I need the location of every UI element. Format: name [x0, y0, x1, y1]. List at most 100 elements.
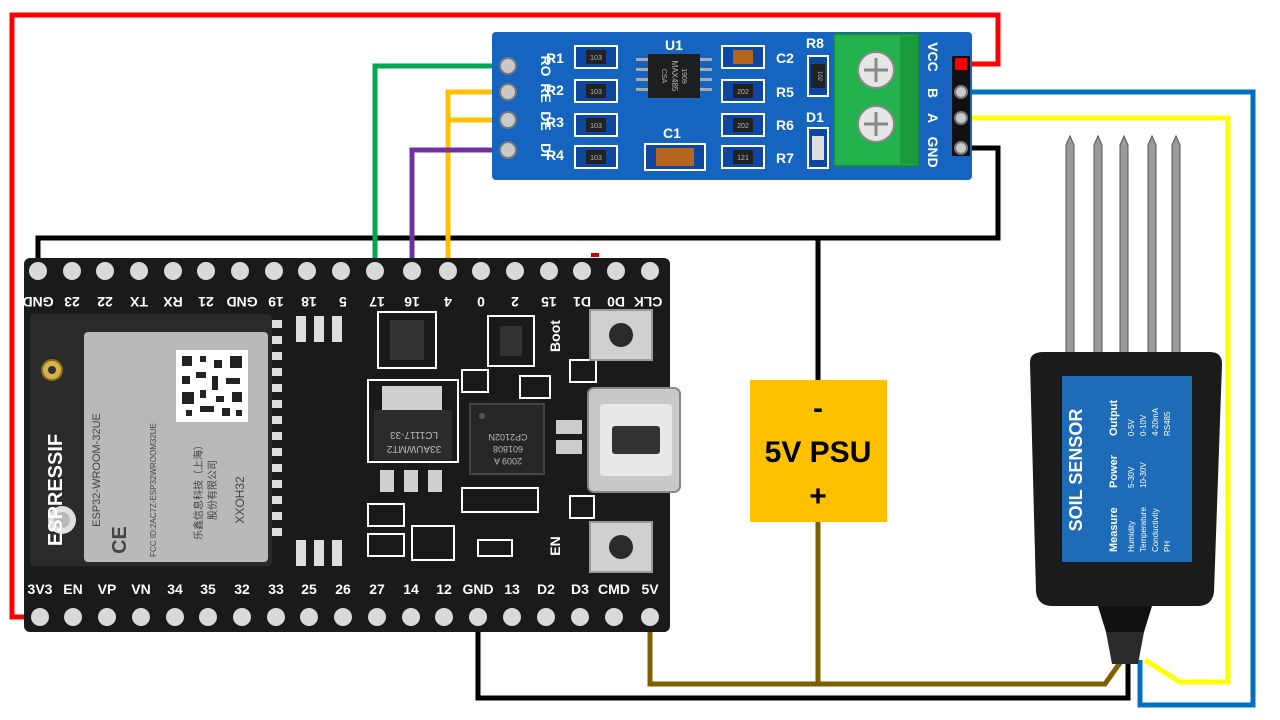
wire-green-ro-17	[372, 63, 508, 268]
rs485-r8-code: 102	[816, 71, 822, 82]
esp32-module-brand: ESPRESSIF	[45, 434, 67, 546]
rs485-r1-code: 103	[590, 55, 602, 62]
esp32-bottom-pin-1: 3V3	[28, 581, 53, 597]
esp32-module-pads	[272, 316, 342, 566]
esp32-bottom-pin-11: 27	[369, 581, 385, 597]
esp32-module-ce: CE	[109, 526, 131, 554]
rs485-pin-vcc: VCC	[925, 42, 941, 72]
wire-black-gnd-bottom	[475, 632, 1131, 701]
esp32-top-pin-5: RX	[163, 294, 183, 310]
esp32-bottom-pin-3: VP	[98, 581, 117, 597]
esp32-bottom-pin-9: 25	[301, 581, 317, 597]
esp32-bottom-pin-18: CMD	[598, 581, 630, 597]
rs485-c1-label: C1	[663, 125, 681, 141]
rs485-pin-b: B	[925, 88, 941, 98]
rs485-pin-di: DI	[538, 143, 554, 157]
rs485-r7-code: 121	[737, 155, 749, 162]
rs485-r2-code: 103	[590, 89, 602, 96]
wire-blue-b-sensor	[962, 89, 1256, 708]
rs485-r8	[807, 55, 829, 97]
esp32-bottom-pin-5: 34	[167, 581, 183, 597]
esp32-top-pin-11: 17	[369, 294, 385, 310]
wire-purple-di-16	[409, 147, 508, 268]
soil-sensor-power-2: 10-30V	[1139, 462, 1148, 488]
rs485-r1-label: R1	[546, 50, 564, 66]
esp32-bottom-pin-12: 14	[403, 581, 419, 597]
esp32-micro-usb-port[interactable]	[587, 387, 681, 493]
wire-yellow-a-sensor	[962, 115, 1231, 685]
rs485-pin-ro: RO	[538, 56, 554, 77]
esp32-top-pin-14: 0	[477, 294, 485, 310]
esp32-bottom-pin-2: EN	[63, 581, 82, 597]
psu-minus-label: -	[813, 392, 823, 425]
rs485-left-header	[499, 57, 517, 159]
psu-title: 5V PSU	[765, 436, 872, 469]
esp32-top-pin-1: GND	[22, 294, 53, 310]
esp32-module-cn1: 乐鑫信息科技（上海）	[192, 440, 205, 540]
soil-sensor-body	[1030, 352, 1222, 664]
soil-sensor-measure-header: Measure	[1108, 507, 1120, 552]
soil-sensor-measure-2: Temperature	[1139, 507, 1148, 552]
rs485-pin-de: DE	[538, 111, 554, 130]
rs485-r2-label: R2	[546, 82, 564, 98]
esp32-regulator	[367, 311, 459, 492]
soil-sensor-title: SOIL SENSOR	[1066, 409, 1086, 532]
esp32-regulator-mark-2: 33AUWMT2	[386, 443, 441, 454]
esp32-en-button[interactable]	[589, 521, 653, 573]
rs485-d1-led	[807, 127, 829, 169]
esp32-bottom-pin-19: 5V	[641, 581, 659, 597]
wire-yellow-re-de-4	[445, 89, 508, 268]
rs485-u1-chip	[636, 54, 712, 98]
rs485-r5-code: 202	[737, 89, 749, 96]
esp32-top-pin-8: 19	[268, 294, 284, 310]
esp32-top-header	[29, 262, 659, 280]
soil-sensor-power-1: 5-30V	[1127, 466, 1136, 488]
esp32-usb-chip	[469, 403, 545, 475]
rs485-c2-label: C2	[776, 50, 794, 66]
wire-red-3v3-vcc	[9, 12, 1001, 620]
rs485-pin-gnd: GND	[925, 136, 941, 167]
esp32-top-pin-12: 16	[404, 294, 420, 310]
esp32-boot-button[interactable]	[589, 309, 653, 361]
esp32-bottom-pin-15: 13	[504, 581, 520, 597]
esp32-top-pin-18: D0	[607, 294, 625, 310]
rs485-terminal-block	[833, 33, 919, 167]
esp32-bottom-pin-4: VN	[131, 581, 150, 597]
esp32-top-pin-16: 15	[541, 294, 557, 310]
esp32-regulator-mark-1: LC1117-33	[390, 429, 438, 440]
soil-sensor-output-4: RS485	[1163, 411, 1172, 436]
rs485-r7-label: R7	[776, 150, 794, 166]
rs485-module: RO RE DE DI R1 R2 R3 R4 103 103 103 103 …	[492, 32, 972, 180]
esp32-top-pin-10: 5	[339, 294, 347, 310]
soil-sensor-power-header: Power	[1108, 454, 1120, 488]
rs485-pin-re: RE	[538, 83, 554, 102]
rs485-r4-label: R4	[546, 147, 564, 163]
rs485-c1-cap	[644, 143, 706, 171]
psu-plus-label: +	[809, 480, 827, 513]
soil-sensor-probes	[1065, 134, 1181, 361]
rs485-r3-code: 103	[590, 123, 602, 130]
soil-sensor-output-2: 0-10V	[1139, 414, 1148, 436]
rs485-pin-a: A	[925, 113, 941, 123]
esp32-bottom-pin-14: GND	[462, 581, 493, 597]
esp32-en-label: EN	[547, 536, 563, 555]
esp32-usb-chip-mark-3: 2009 A	[494, 456, 522, 466]
rs485-right-resistors	[721, 45, 765, 169]
esp32-top-pin-13: 4	[444, 294, 452, 310]
esp32-top-pin-2: 23	[64, 294, 80, 310]
esp32-top-pin-3: 22	[97, 294, 113, 310]
esp32-boot-label: Boot	[547, 320, 563, 352]
esp32-bottom-pin-8: 33	[268, 581, 284, 597]
rs485-left-resistors	[574, 45, 618, 169]
rs485-u1-mark-3: 1909	[680, 68, 687, 84]
esp32-top-pin-19: CLK	[634, 294, 663, 310]
soil-sensor-measure-1: Humidity	[1127, 521, 1136, 552]
esp32-module-id: XXOH32	[233, 476, 247, 524]
soil-sensor-measure-3: Conductivity	[1151, 508, 1160, 552]
esp32-bottom-pin-17: D3	[571, 581, 589, 597]
esp32-usb-chip-mark-1: CP2102N	[488, 432, 527, 442]
esp32-module-model: ESP32-WROOM-32UE	[91, 413, 103, 527]
soil-sensor-output-header: Output	[1108, 400, 1120, 436]
esp32-small-parts	[367, 315, 597, 561]
esp32-module-cn2: 股份有限公司	[206, 460, 219, 520]
